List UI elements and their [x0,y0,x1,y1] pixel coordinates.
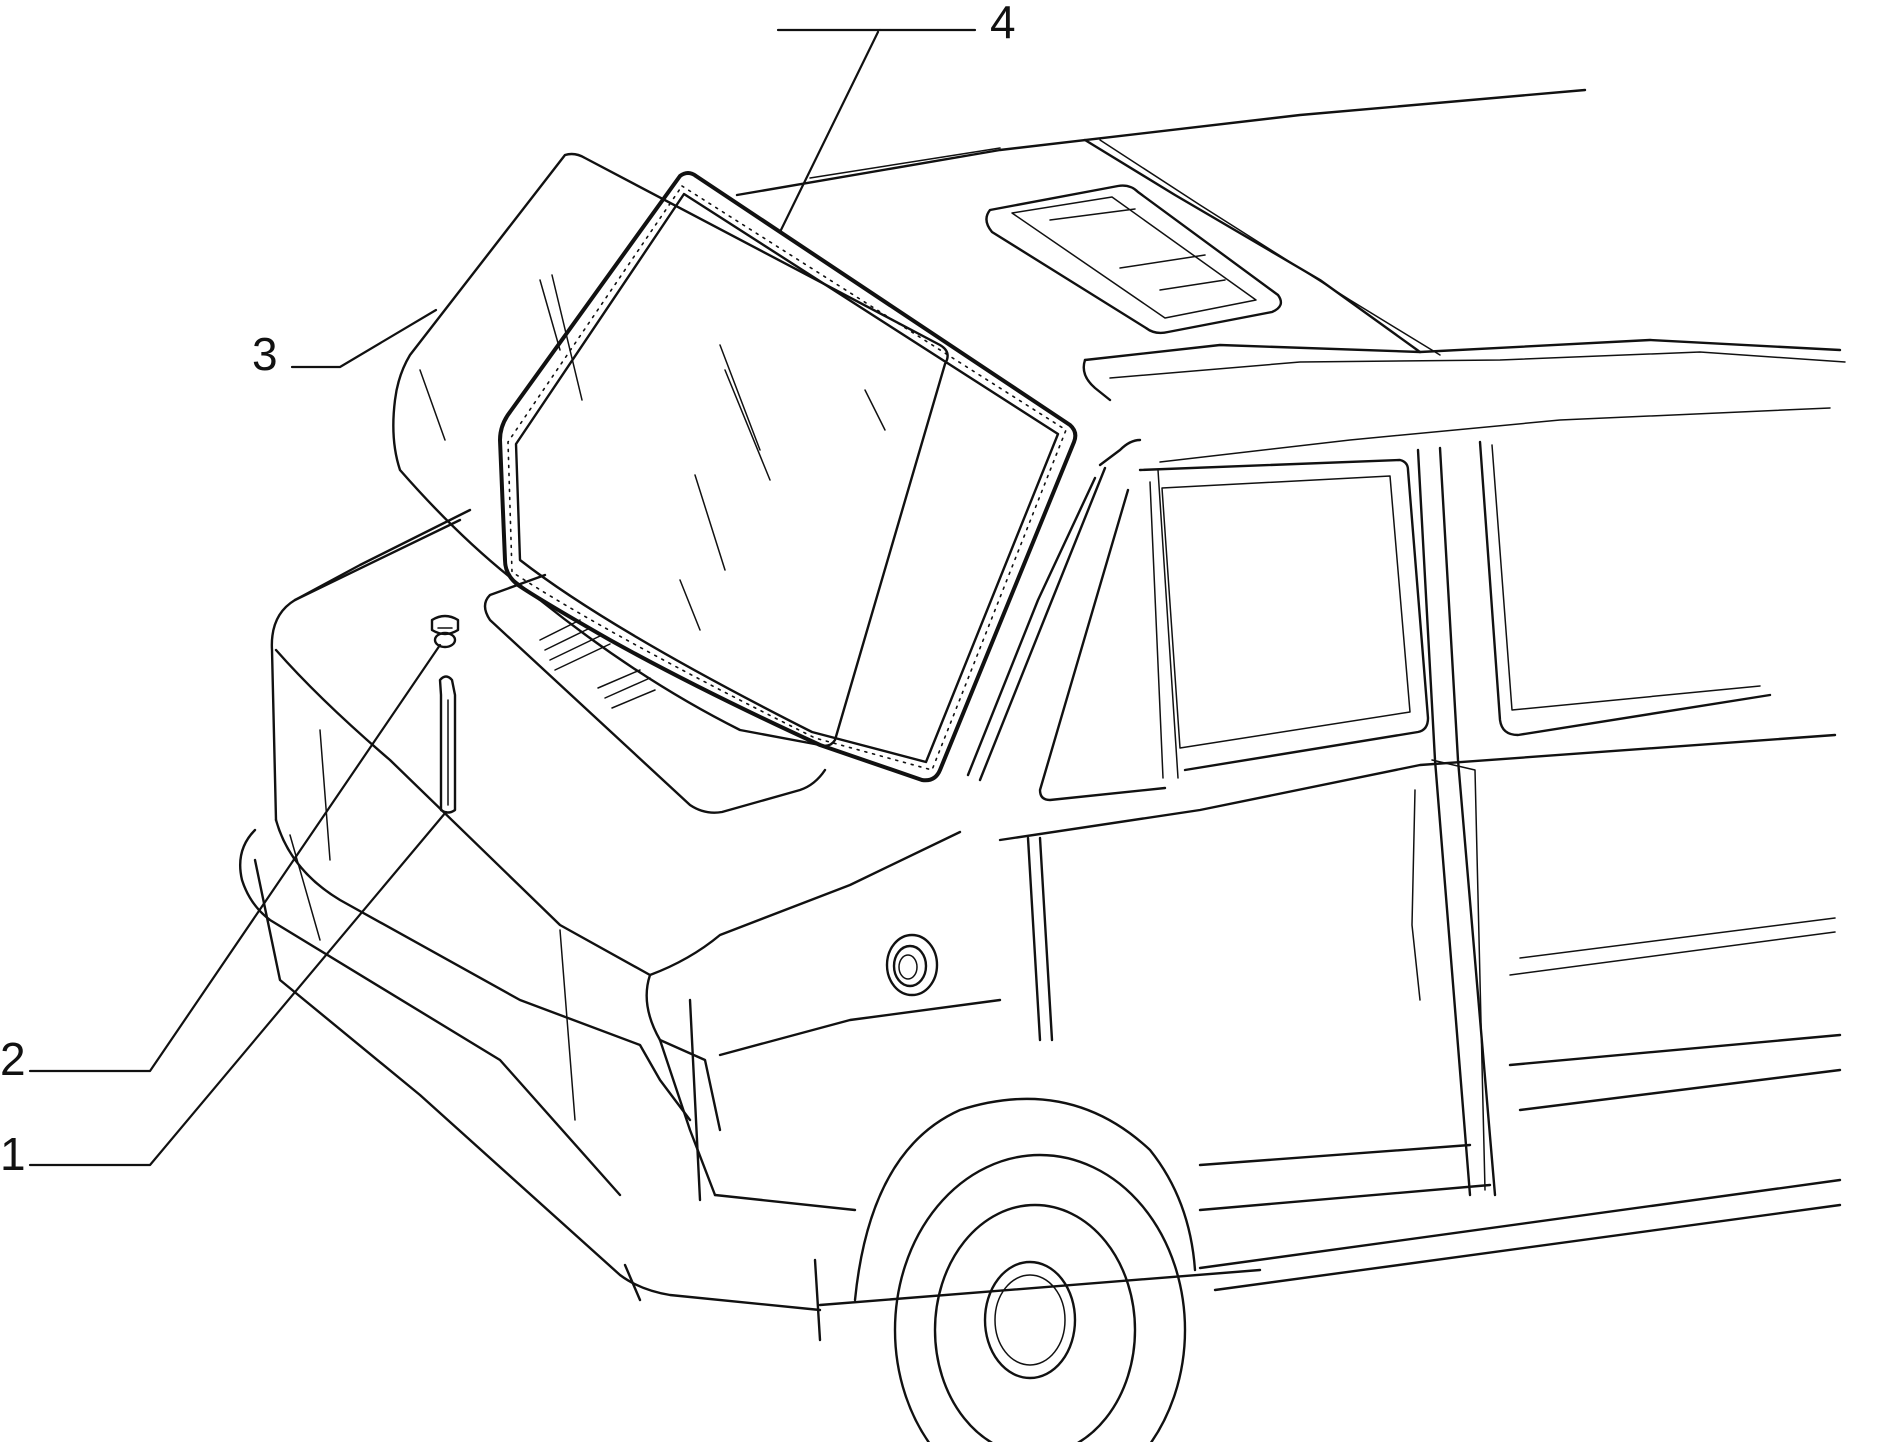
van-cab-side [885,358,1842,1212]
part-1-stud [438,675,457,814]
callout-2: 2 [0,1033,26,1085]
van-roof [735,88,1846,463]
part-3-windshield-glass [392,152,949,748]
leader-3 [290,308,438,369]
front-wheel [853,1097,1197,1442]
leader-4 [776,28,882,234]
leader-2 [28,643,442,1073]
van-hood-front [238,508,1842,1342]
part-2-nut [430,614,460,649]
leader-lines [28,28,977,1167]
callout-3: 3 [252,328,278,380]
callout-1: 1 [0,1128,26,1180]
callout-4: 4 [990,0,1016,48]
sunroof [985,184,1283,335]
leader-1 [28,810,448,1167]
part-4-windshield-seal [498,171,1078,783]
